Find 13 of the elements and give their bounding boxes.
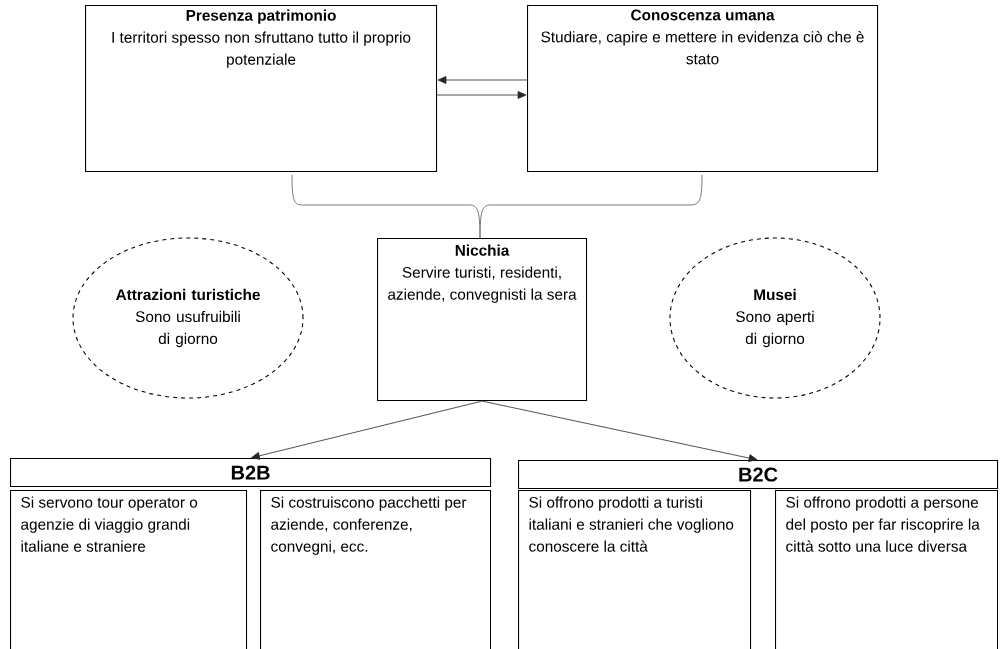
text-box: Si costruiscono pacchetti per aziende, conferenze, convegni, ecc.: [260, 490, 492, 649]
text-box: Si offrono prodotti a persone del posto per far riscoprire la città sotto una luce diversa: [775, 490, 999, 649]
arrow: [436, 91, 527, 99]
header-band: B2B: [10, 458, 492, 488]
arrow: [251, 400, 483, 460]
process-box: Conoscenza umana Studiare, capire e mettere in evidenza ciò che è stato: [527, 5, 879, 173]
header-band: B2C: [518, 460, 999, 490]
text-box: Si offrono prodotti a turisti italiani e stranieri che vogliono conoscere la città: [518, 490, 752, 649]
text-box: Si servono tour operator o agenzie di viaggio grandi italiane e straniere: [10, 490, 248, 649]
process-box: Presenza patrimonio I territori spesso non sfruttano tutto il proprio potenziale: [85, 5, 438, 173]
arrow: [481, 400, 758, 462]
process-box: Nicchia Servire turisti, residenti, aziende, convegnisti la sera: [377, 238, 588, 402]
arrow: [437, 76, 528, 84]
